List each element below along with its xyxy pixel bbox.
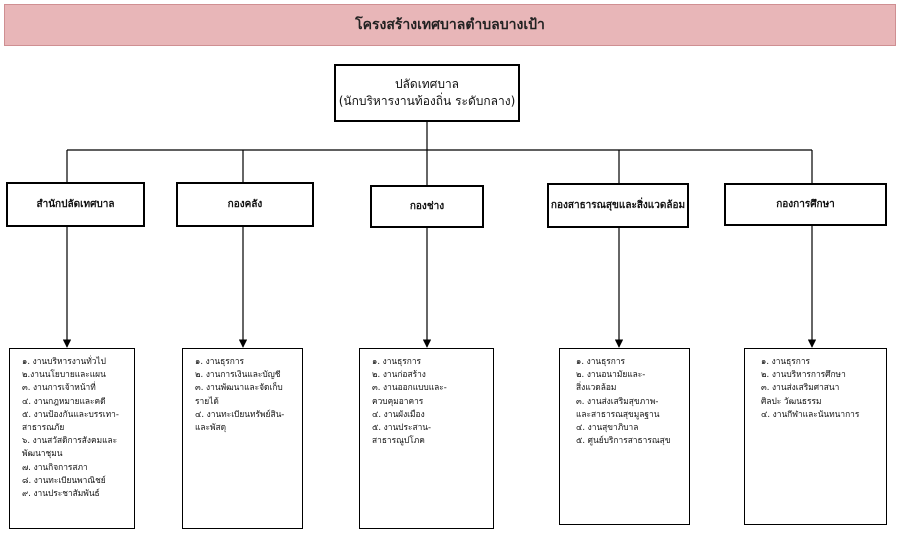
task-item: ๑. งานธุรการ: [372, 356, 422, 366]
task-item: ๙. งานประชาสัมพันธ์: [22, 488, 100, 499]
top-position-subtitle: (นักบริหารงานท้องถิ่น ระดับกลาง): [338, 94, 516, 108]
department-box-health: กองสาธารณสุขและสิ่งแวดล้อม: [547, 183, 689, 228]
task-box-office: ๑. งานบริหารงานทั่วไป๒.งานนโยบายและแผน๓.…: [9, 348, 135, 529]
task-item: ๖. งานสวัสดิการสังคมและ: [22, 435, 118, 446]
task-item: รายได้: [195, 395, 219, 406]
task-item: ๓. งานการเจ้าหน้าที่: [22, 382, 96, 393]
task-item: ๓. งานออกแบบและ-: [372, 382, 447, 393]
task-item: ๕. งานป้องกันและบรรเทา-: [22, 408, 119, 419]
task-item: ๘. งานทะเบียนพาณิชย์: [22, 474, 106, 485]
task-box-engineering: ๑. งานธุรการ๒. งานก่อสร้าง๓. งานออกแบบแล…: [359, 348, 494, 529]
task-list: ๑. งานธุรการ๒. งานอนามัยและ- สิ่งแวดล้อม๓…: [576, 355, 683, 447]
task-item: ๔. งานสุขาภิบาล: [576, 422, 639, 433]
top-position-box: ปลัดเทศบาล (นักบริหารงานท้องถิ่น ระดับกล…: [334, 64, 520, 122]
department-name: กองการศึกษา: [776, 199, 835, 210]
task-item: ๔. งานทะเบียนทรัพย์สิน-: [195, 408, 285, 419]
task-box-education: ๑. งานธุรการ๒. งานบริหารการศึกษา๓. งานส่…: [744, 348, 887, 525]
task-item: ๒.งานนโยบายและแผน: [22, 369, 106, 380]
task-item: ๓. งานส่งเสริมศาสนา: [761, 382, 840, 393]
top-position-title: ปลัดเทศบาล: [394, 77, 460, 91]
task-item: ๑. งานบริหารงานทั่วไป: [22, 356, 106, 366]
task-item: ๕. งานประสาน-: [372, 422, 432, 433]
task-item: ๗. งานกิจการสภา: [22, 461, 88, 472]
task-item: ๔. งานกฎหมายและคดี: [22, 395, 106, 406]
task-item: ควบคุมอาคาร: [372, 395, 424, 406]
department-box-office: สำนักปลัดเทศบาล: [6, 182, 145, 227]
task-item: ๔. งานผังเมือง: [372, 408, 425, 419]
page-title: โครงสร้างเทศบาลตำบลบางเป้า: [355, 17, 545, 33]
task-item: สิ่งแวดล้อม: [576, 382, 617, 393]
task-list: ๑. งานธุรการ๒. งานบริหารการศึกษา๓. งานส่…: [761, 355, 880, 421]
task-item: ๑. งานธุรการ: [761, 356, 811, 366]
task-item: ๒. งานการเงินและบัญชี: [195, 369, 281, 380]
department-name: สำนักปลัดเทศบาล: [36, 199, 115, 210]
task-list: ๑. งานธุรการ๒. งานการเงินและบัญชี๓. งานพ…: [195, 355, 296, 434]
task-box-finance: ๑. งานธุรการ๒. งานการเงินและบัญชี๓. งานพ…: [182, 348, 303, 529]
task-item: ๒. งานบริหารการศึกษา: [761, 369, 846, 380]
task-list: ๑. งานบริหารงานทั่วไป๒.งานนโยบายและแผน๓.…: [22, 355, 128, 500]
task-list: ๑. งานธุรการ๒. งานก่อสร้าง๓. งานออกแบบแล…: [372, 355, 487, 447]
task-item: สาธารณภัย: [22, 422, 65, 433]
task-item: ๑. งานธุรการ: [576, 356, 626, 366]
task-item: และพัสดุ: [195, 422, 227, 433]
task-item: สาธารณูปโภค: [372, 435, 425, 446]
department-name: กองช่าง: [409, 201, 445, 212]
task-item: ศิลปะ วัฒนธรรม: [761, 395, 822, 406]
task-item: ๒. งานก่อสร้าง: [372, 369, 426, 380]
department-name: กองคลัง: [227, 199, 263, 210]
task-item: ๑. งานธุรการ: [195, 356, 245, 366]
task-item: ๓. งานพัฒนาและจัดเก็บ: [195, 382, 283, 393]
department-box-engineering: กองช่าง: [370, 185, 484, 228]
task-item: พัฒนาชุมน: [22, 448, 63, 459]
title-banner: โครงสร้างเทศบาลตำบลบางเป้า: [4, 4, 896, 46]
task-item: ๕. ศูนย์บริการสาธารณสุข: [576, 435, 671, 446]
task-item: ๒. งานอนามัยและ-: [576, 369, 646, 380]
department-name: กองสาธารณสุขและสิ่งแวดล้อม: [550, 200, 686, 211]
task-item: ๓. งานส่งเสริมสุขภาพ-: [576, 395, 659, 406]
task-box-health: ๑. งานธุรการ๒. งานอนามัยและ- สิ่งแวดล้อม๓…: [559, 348, 690, 525]
task-item: และสาธารณสุขมูลฐาน: [576, 408, 660, 419]
department-box-finance: กองคลัง: [176, 182, 314, 227]
task-item: ๔. งานกีฬาและนันทนาการ: [761, 408, 860, 419]
department-box-education: กองการศึกษา: [724, 183, 887, 226]
